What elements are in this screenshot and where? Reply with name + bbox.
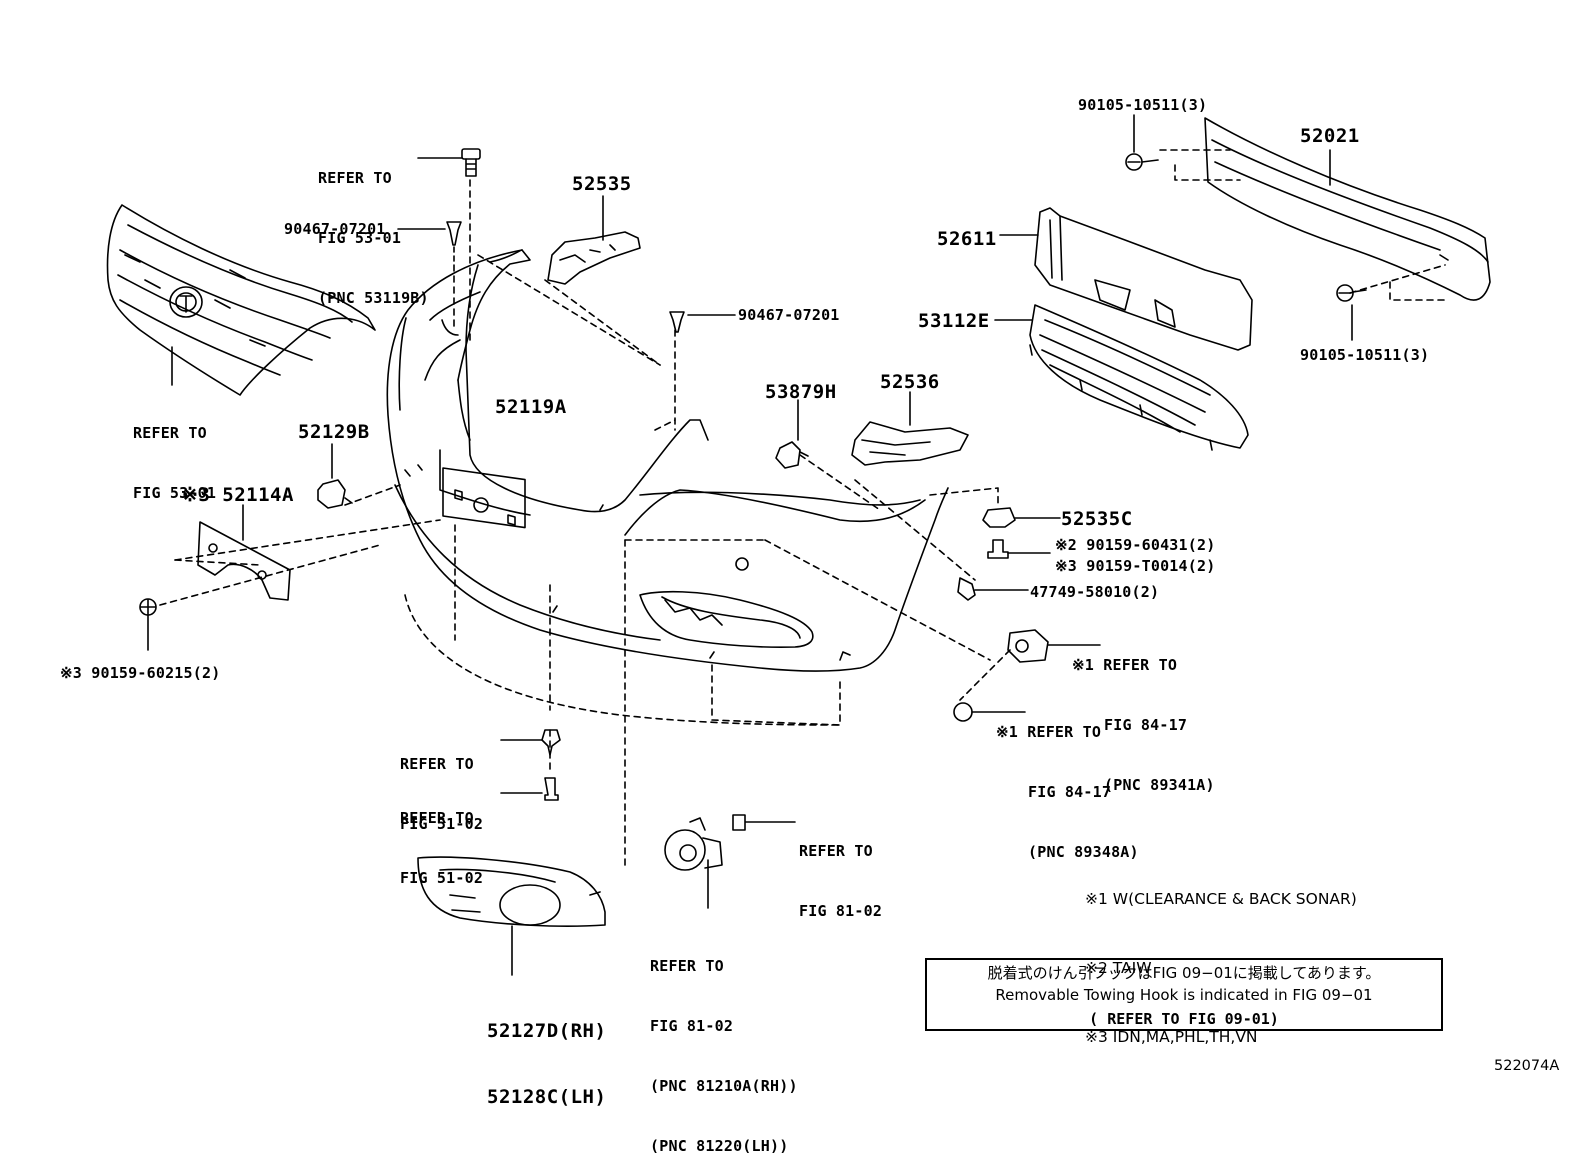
bolts-90105-drawing	[1126, 115, 1366, 340]
part-label-53112e: 53112E	[918, 310, 990, 332]
part-label-52535: 52535	[572, 173, 632, 195]
notice-english: Removable Towing Hook is indicated in FI…	[995, 986, 1373, 1004]
part-label-90467-07201-right: 90467-07201	[738, 306, 840, 324]
bezel-lh: 52128C(LH)	[487, 1086, 607, 1108]
refer-line: (PNC 53119B)	[318, 289, 429, 307]
fog-lamp-drawing	[665, 815, 795, 908]
refer-line: REFER TO	[400, 755, 474, 773]
part-label-52021: 52021	[1300, 125, 1360, 147]
retainer-52535c-drawing	[983, 508, 1060, 558]
bumper-cover-drawing	[387, 250, 948, 671]
refer-51-02-b: REFER TO FIG 51-02	[400, 768, 483, 908]
refer-51-02-a: REFER TO FIG 51-02	[400, 714, 483, 854]
assembly-guide-lines	[160, 150, 1445, 865]
fog-bulb-refer: REFER TO FIG 81-02	[799, 801, 882, 941]
refer-line: FIG 84-17	[1104, 716, 1188, 734]
refer-line: ※1 REFER TO	[996, 723, 1102, 741]
diagram-drawing	[0, 0, 1592, 1099]
towing-hook-notice: 脱着式のけん引フックはFIG 09−01に掲載してあります。 Removable…	[925, 958, 1443, 1031]
screw-90159-60215-drawing	[140, 599, 156, 650]
bezel-rh: 52127D(RH)	[487, 1020, 607, 1042]
refer-line: (PNC 89341A)	[1104, 776, 1215, 794]
part-label-52114a: ※3 52114A	[182, 484, 294, 506]
part-label-90105-10511-top: 90105-10511(3)	[1078, 96, 1208, 114]
part-label-52535c: 52535C	[1061, 508, 1133, 530]
clip-90467-right-drawing	[670, 312, 735, 332]
radiator-grille-drawing	[108, 205, 375, 395]
refer-line: REFER TO	[799, 842, 873, 860]
notice-refer: ( REFER TO FIG 09-01)	[1089, 1010, 1279, 1028]
figure-id: 522074A	[1494, 1058, 1560, 1074]
part-label-52119a: 52119A	[495, 396, 567, 418]
sonar-89348a-refer: ※1 REFER TO FIG 84-17 (PNC 89348A)	[996, 682, 1139, 882]
part-label-90159-t0014: ※3 90159-T0014(2)	[1055, 557, 1216, 575]
note-line: ※1 W(CLEARANCE & BACK SONAR)	[1085, 890, 1357, 908]
refer-line: ※1 REFER TO	[1072, 656, 1178, 674]
absorber-52611-drawing	[1000, 208, 1252, 350]
clip-47749-drawing	[958, 578, 1028, 600]
refer-line: (PNC 89348A)	[1028, 843, 1139, 861]
refer-line: REFER TO	[400, 809, 474, 827]
part-label-90159-60215: ※3 90159-60215(2)	[60, 664, 221, 682]
refer-line: FIG 84-17	[1028, 783, 1112, 801]
refer-line: FIG 51-02	[400, 815, 484, 833]
note-line: ※3 IDN,MA,PHL,TH,VN	[1085, 1028, 1258, 1046]
bracket-52536-drawing	[852, 392, 968, 465]
part-label-90105-10511-bottom: 90105-10511(3)	[1300, 346, 1430, 364]
variant-notes: ※1 W(CLEARANCE & BACK SONAR) ※2 TAIW ※3 …	[1085, 842, 1357, 1072]
reinforcement-52021-drawing	[1205, 118, 1490, 300]
part-label-52129b: 52129B	[298, 421, 370, 443]
part-label-52611: 52611	[937, 228, 997, 250]
refer-line: REFER TO	[133, 424, 207, 442]
sonar-sensors-drawing	[954, 630, 1100, 721]
refer-line: FIG 81-02	[799, 902, 883, 920]
grille-bolt-refer: REFER TO FIG 53-01 (PNC 53119B)	[318, 128, 429, 328]
part-label-47749-58010: 47749-58010(2)	[1030, 583, 1160, 601]
sonar-89341a-refer: ※1 REFER TO FIG 84-17 (PNC 89341A)	[1072, 615, 1215, 815]
refer-line: (PNC 81220(LH))	[650, 1137, 789, 1155]
part-label-90467-07201-left: 90467-07201	[284, 220, 386, 238]
lower-grille-53112e-drawing	[995, 305, 1248, 450]
fog-lamp-refer: REFER TO FIG 81-02 (PNC 81210A(RH)) (PNC…	[650, 916, 798, 1176]
grille-refer: REFER TO FIG 53-01	[133, 383, 216, 523]
part-label-53879h: 53879H	[765, 381, 837, 403]
part-53879h-drawing	[776, 400, 808, 468]
refer-line: FIG 51-02	[400, 869, 484, 887]
notice-japanese: 脱着式のけん引フックはFIG 09−01に掲載してあります。	[987, 964, 1381, 982]
bracket-52535-drawing	[548, 196, 640, 284]
refer-line: (PNC 81210A(RH))	[650, 1077, 798, 1095]
refer-line: FIG 81-02	[650, 1017, 734, 1035]
refer-line: FIG 53-01	[318, 229, 402, 247]
refer-line: FIG 53-01	[133, 484, 217, 502]
part-label-52536: 52536	[880, 371, 940, 393]
refer-line: REFER TO	[318, 169, 392, 187]
part-label-90159-60431: ※2 90159-60431(2)	[1055, 536, 1216, 554]
refer-line: REFER TO	[650, 957, 724, 975]
note-line: ※2 TAIW	[1085, 959, 1152, 977]
cover-52129b-drawing	[318, 444, 352, 508]
bolt-and-clip-drawing	[398, 149, 480, 262]
fasteners-51-02-drawing	[501, 730, 560, 800]
fog-lamp-bezel-drawing	[418, 857, 605, 975]
bracket-52114a-drawing	[198, 505, 290, 600]
part-label-bezel: 52127D(RH) 52128C(LH)	[487, 976, 606, 1130]
